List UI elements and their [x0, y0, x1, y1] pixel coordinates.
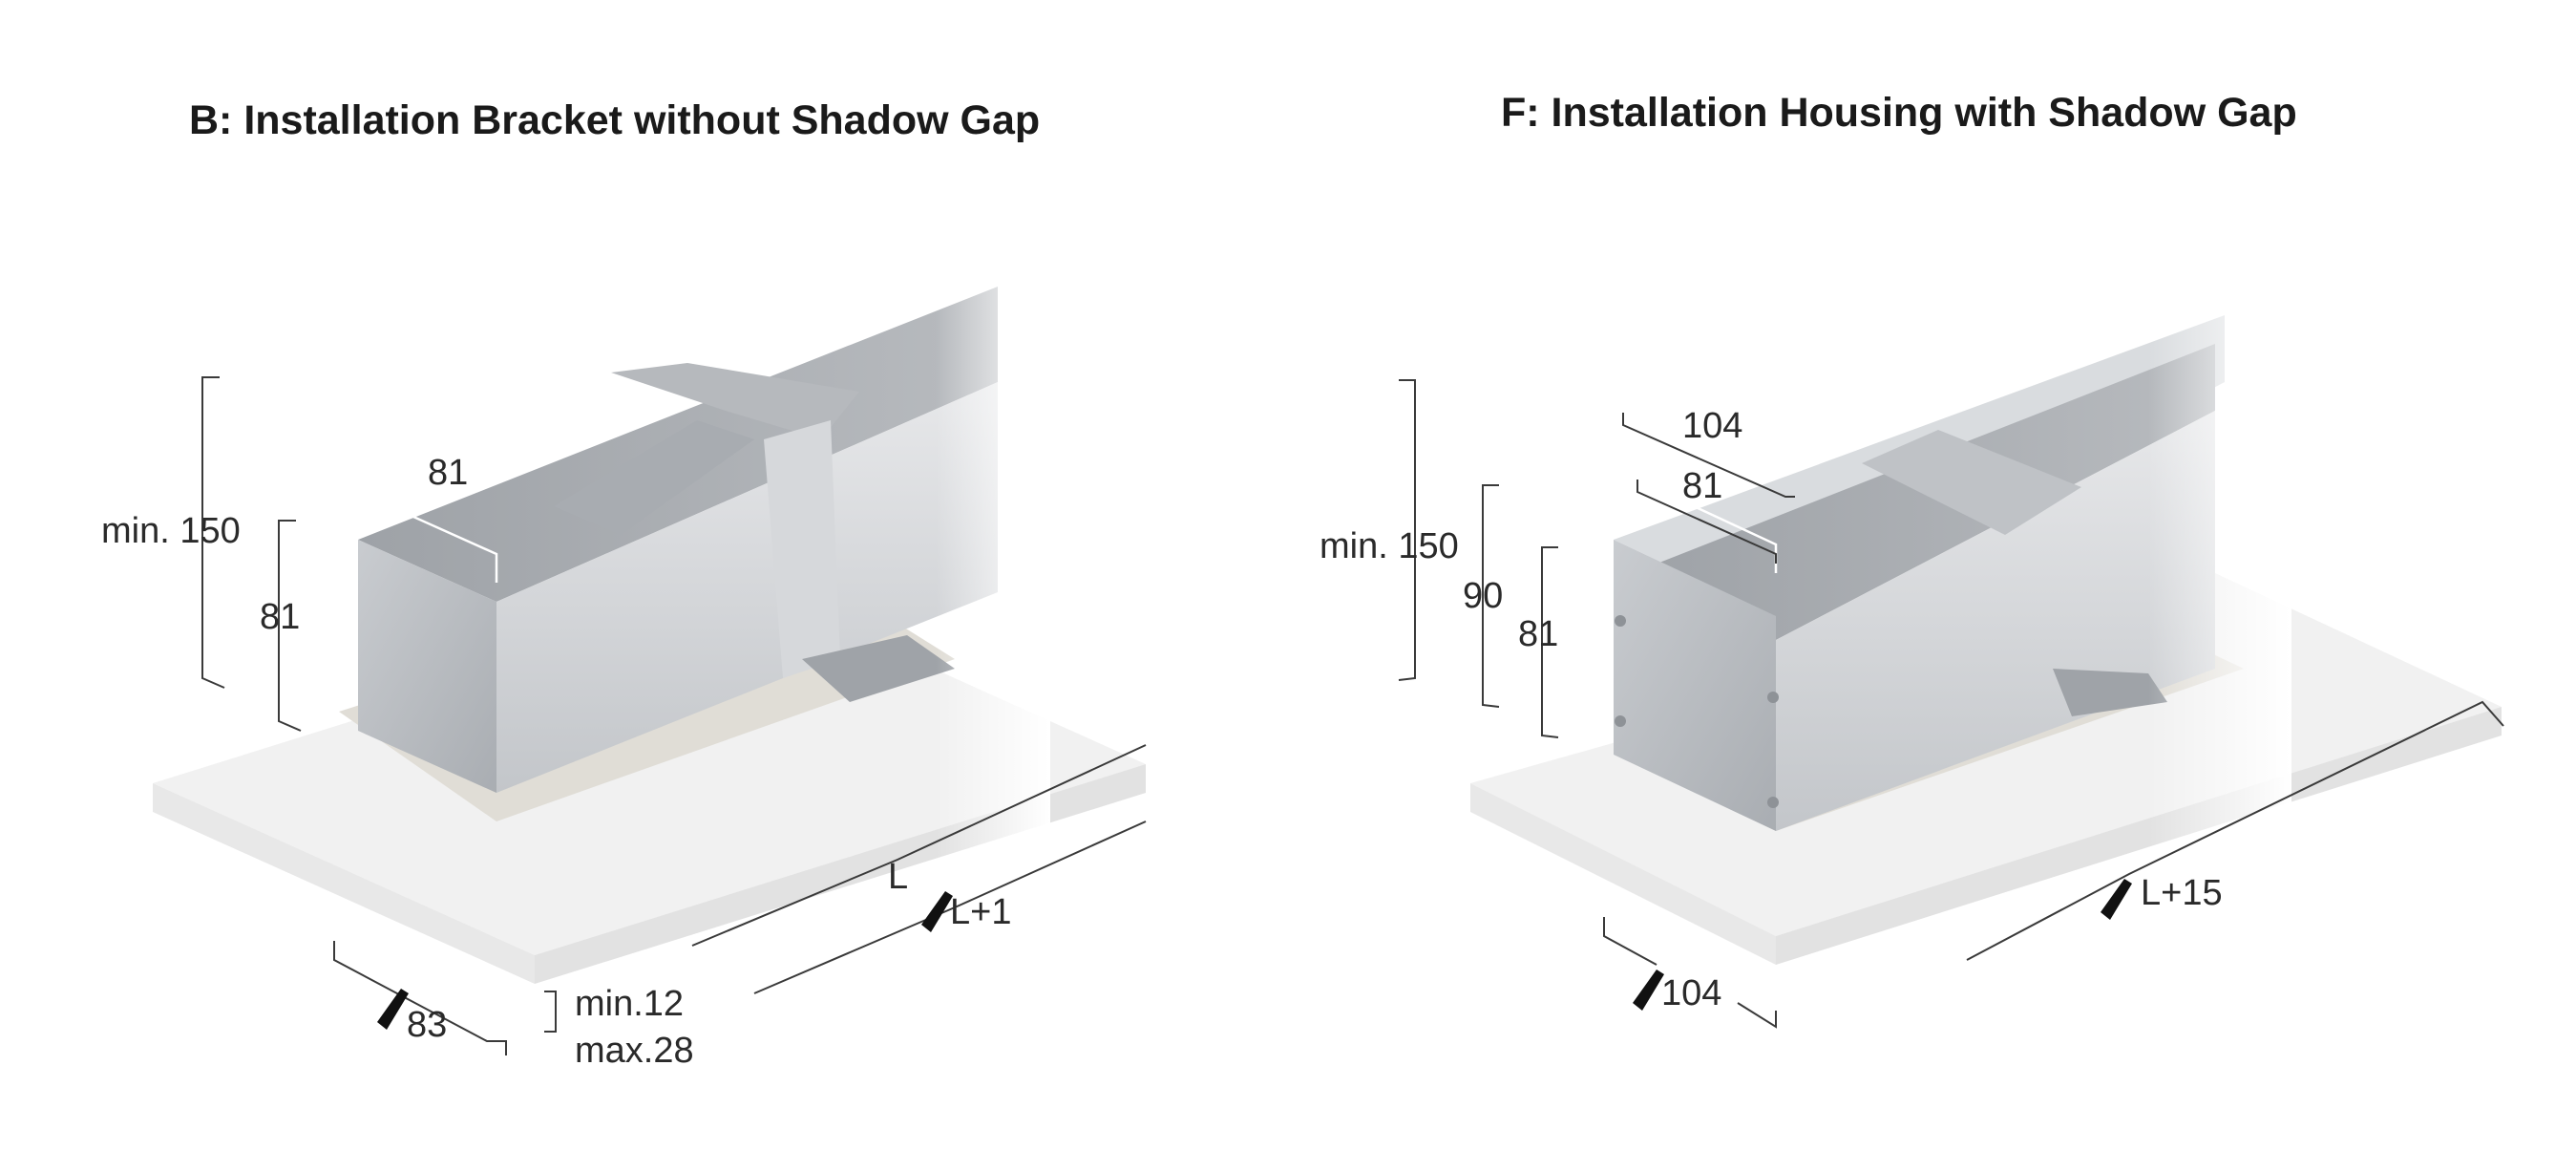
ceiling-board-front [153, 783, 535, 984]
bracket-leg [764, 420, 840, 678]
left-dim-min12: min.12 [575, 984, 684, 1024]
left-dim-min150: min. 150 [101, 511, 241, 551]
housing-side [1776, 411, 2215, 831]
right-dim-min150: min. 150 [1320, 526, 1459, 566]
bracket-foot [802, 635, 955, 702]
right-title: F: Installation Housing with Shadow Gap [1501, 90, 2297, 136]
left-saw-icons [377, 891, 953, 1030]
left-dim-L: L [888, 857, 908, 897]
left-dimension-lines [201, 376, 1147, 1055]
left-fade [936, 267, 1050, 860]
right-dim-w104: 104 [1661, 973, 1721, 1013]
left-dim-w81: 81 [428, 453, 468, 493]
right-saw-icons [1633, 879, 2132, 1011]
right-leader-104 [1708, 428, 1786, 465]
right-dim-w104top: 104 [1682, 406, 1742, 446]
housing-foot [2053, 669, 2167, 716]
ceiling-board-right-edge [1776, 707, 2502, 965]
housing-front [1614, 540, 1776, 831]
bracket-arm [554, 420, 754, 535]
right-dimension-lines [1398, 379, 2504, 1029]
left-dim-max28: max.28 [575, 1031, 694, 1071]
right-fade [2148, 287, 2291, 860]
left-dim-h81: 81 [260, 597, 300, 637]
left-dim-L1: L+1 [950, 892, 1011, 932]
ceiling-board-right-front [1470, 783, 1776, 965]
profile-front [358, 540, 496, 793]
right-dim-h90: 90 [1463, 576, 1503, 616]
right-dim-w81: 81 [1682, 466, 1722, 506]
right-dim-h81: 81 [1518, 614, 1558, 654]
profile-side [496, 382, 998, 793]
left-leader-81 [357, 490, 498, 583]
left-title: B: Installation Bracket without Shadow G… [189, 97, 1041, 143]
bracket-top [611, 363, 859, 439]
right-product-illustration [1470, 287, 2502, 965]
right-dim-L15: L+15 [2141, 873, 2223, 913]
left-dim-83: 83 [407, 1005, 447, 1045]
housing-plate [1862, 430, 2081, 535]
